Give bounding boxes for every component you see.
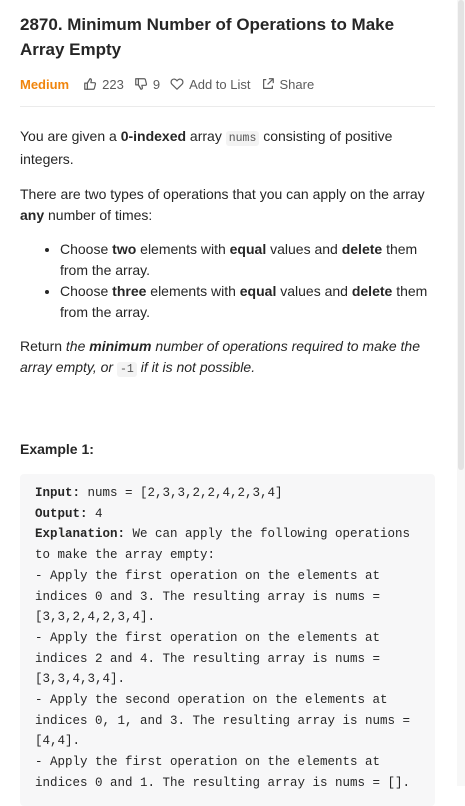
input-label: Input:: [35, 486, 81, 500]
scrollbar-thumb[interactable]: [458, 0, 464, 470]
share-button[interactable]: Share: [261, 76, 315, 92]
list-item: Choose three elements with equal values …: [60, 281, 435, 323]
dislike-count: 9: [152, 76, 161, 92]
dislike-button[interactable]: 9: [134, 77, 160, 92]
example-code-block: Input: nums = [2,3,3,2,2,4,2,3,4] Output…: [20, 474, 435, 806]
add-to-list-button[interactable]: Add to List: [170, 76, 251, 92]
difficulty-badge: Medium: [20, 76, 70, 92]
example-heading: Example 1:: [20, 441, 94, 457]
thumbs-up-icon: [84, 78, 97, 90]
add-to-list-label: Add to List: [189, 76, 251, 92]
explanation-label: Explanation:: [35, 527, 126, 542]
description-paragraph: Return the minimum number of operations …: [20, 338, 421, 377]
divider: [20, 106, 435, 107]
scrollbar-track[interactable]: [457, 0, 465, 786]
list-item: Choose two elements with equal values an…: [60, 239, 435, 281]
heart-icon: [170, 78, 184, 90]
explanation-value: We can apply the following operations to…: [35, 527, 411, 790]
share-icon: [262, 78, 274, 89]
description-paragraph: You are given a 0-indexed array nums con…: [20, 128, 393, 167]
problem-title: 2870. Minimum Number of Operations to Ma…: [20, 15, 395, 59]
problem-meta-bar: Medium 223 9 Add to List Share: [20, 73, 435, 95]
problem-description-panel: 2870. Minimum Number of Operations to Ma…: [20, 0, 435, 806]
input-value: nums = [2,3,3,2,2,4,2,3,4]: [80, 486, 283, 500]
share-label: Share: [279, 76, 315, 92]
inline-code: -1: [117, 362, 137, 377]
like-button[interactable]: 223: [83, 77, 124, 92]
thumbs-down-icon: [134, 78, 147, 90]
description-paragraph: There are two types of operations that y…: [20, 186, 425, 223]
output-label: Output:: [35, 506, 88, 521]
like-count: 223: [102, 76, 124, 92]
inline-code: nums: [225, 131, 260, 146]
operations-list: Choose two elements with equal values an…: [20, 239, 435, 323]
output-value: 4: [87, 506, 103, 521]
